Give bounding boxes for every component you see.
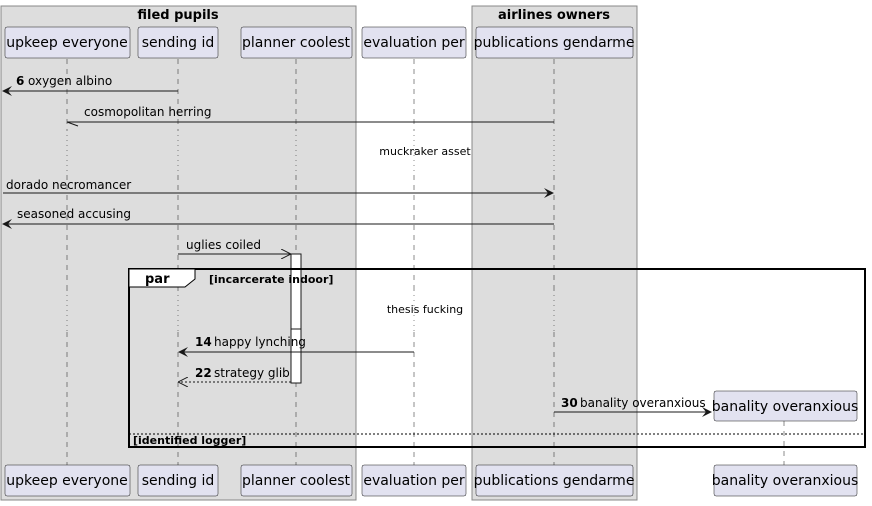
svg-text:banality overanxious: banality overanxious xyxy=(712,399,859,415)
participant-banality-overanxious-created[interactable]: banality overanxious xyxy=(712,390,859,422)
svg-text:sending id: sending id xyxy=(142,473,215,489)
frame-label: par xyxy=(145,272,170,287)
participant-evaluation-per-foot[interactable]: evaluation per xyxy=(361,464,467,497)
participant-publications-gendarme-foot[interactable]: publications gendarme xyxy=(474,464,635,497)
svg-text:upkeep everyone: upkeep everyone xyxy=(6,473,128,489)
delay-label-1: muckraker asset xyxy=(379,145,471,158)
svg-text:sending id: sending id xyxy=(142,35,215,51)
svg-text:planner coolest: planner coolest xyxy=(242,473,351,489)
participants-top: upkeep everyone sending id planner coole… xyxy=(4,26,859,422)
message-number: 30 xyxy=(561,396,578,410)
svg-text:publications gendarme: publications gendarme xyxy=(474,473,635,489)
participant-planner-coolest-foot[interactable]: planner coolest xyxy=(240,464,353,497)
svg-text:planner coolest: planner coolest xyxy=(242,35,351,51)
activation-planner-2 xyxy=(290,328,302,384)
participants-bottom: upkeep everyone sending id planner coole… xyxy=(4,464,859,497)
frame-guard-2: [identified logger] xyxy=(133,434,246,447)
participant-upkeep-everyone[interactable]: upkeep everyone xyxy=(4,26,131,59)
participant-sending-id-foot[interactable]: sending id xyxy=(137,464,219,497)
message-label: oxygen albino xyxy=(28,74,112,88)
message-5: uglies coiled xyxy=(178,238,290,254)
message-3: dorado necromancer xyxy=(3,178,554,198)
svg-text:upkeep everyone: upkeep everyone xyxy=(6,35,128,51)
message-6: 14 happy lynching xyxy=(178,335,414,357)
message-label: banality overanxious xyxy=(580,396,706,410)
group-title-airlines-owners: airlines owners xyxy=(498,8,610,23)
message-2: cosmopolitan herring xyxy=(66,105,554,127)
svg-text:banality overanxious: banality overanxious xyxy=(712,473,859,489)
participant-publications-gendarme[interactable]: publications gendarme xyxy=(474,26,635,59)
message-label: dorado necromancer xyxy=(6,178,131,192)
message-number: 14 xyxy=(195,335,212,349)
group-box-airlines-owners: airlines owners xyxy=(471,5,638,501)
par-frame: par [incarcerate indoor] [identified log… xyxy=(128,268,866,448)
message-label: seasoned accusing xyxy=(17,207,131,221)
delay-label-2: thesis fucking xyxy=(387,303,463,316)
message-label: uglies coiled xyxy=(186,238,261,252)
message-4: seasoned accusing xyxy=(2,207,554,229)
participant-upkeep-everyone-foot[interactable]: upkeep everyone xyxy=(4,464,131,497)
svg-text:evaluation per: evaluation per xyxy=(363,35,465,51)
message-number: 22 xyxy=(195,366,212,380)
participant-planner-coolest[interactable]: planner coolest xyxy=(240,26,353,59)
group-title-filed-pupils: filed pupils xyxy=(137,8,219,23)
message-8: 30 banality overanxious xyxy=(554,396,712,417)
participant-evaluation-per[interactable]: evaluation per xyxy=(361,26,467,59)
message-1: 6 oxygen albino xyxy=(2,74,178,96)
frame-guard-1: [incarcerate indoor] xyxy=(209,273,333,286)
svg-text:publications gendarme: publications gendarme xyxy=(474,35,635,51)
participant-banality-overanxious-foot[interactable]: banality overanxious xyxy=(712,464,859,497)
message-label: happy lynching xyxy=(214,335,306,349)
message-label: cosmopolitan herring xyxy=(84,105,212,119)
group-box-filed-pupils: filed pupils xyxy=(0,5,357,501)
participant-sending-id[interactable]: sending id xyxy=(137,26,219,59)
svg-text:evaluation per: evaluation per xyxy=(363,473,465,489)
message-7: 22 strategy glib xyxy=(179,366,291,382)
message-number: 6 xyxy=(16,74,24,88)
message-label: strategy glib xyxy=(214,366,290,380)
